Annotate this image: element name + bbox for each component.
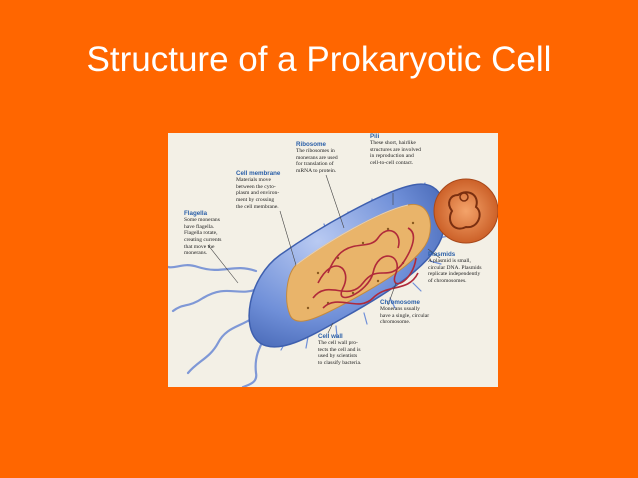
- label-ribosome-text: The ribosomes in monerans are used for t…: [296, 148, 338, 174]
- label-plasmids-heading: Plasmids: [428, 251, 456, 258]
- label-pili-text: These short, hairlike structures are inv…: [370, 140, 421, 166]
- label-ribosome-heading: Ribosome: [296, 141, 326, 148]
- label-cell-wall-heading: Cell wall: [318, 333, 343, 340]
- label-flagella: Flagella Some monerans have flagella. Fl…: [184, 210, 246, 257]
- label-cell-membrane-text: Materials move between the cyto- plasm a…: [236, 177, 280, 210]
- label-cell-membrane-heading: Cell membrane: [236, 170, 281, 177]
- label-flagella-heading: Flagella: [184, 210, 208, 217]
- label-plasmids: Plasmids A plasmid is small, circular DN…: [428, 251, 498, 285]
- ribosomes: [306, 221, 415, 310]
- label-cell-membrane: Cell membrane Materials move between the…: [236, 170, 306, 210]
- label-ribosome: Ribosome The ribosomes in monerans are u…: [296, 141, 368, 175]
- leader-lines: [207, 174, 441, 334]
- label-chromosome-text: Monerans usually have a single, circular…: [380, 306, 430, 326]
- label-flagella-text: Some monerans have flagella. Flagella ro…: [184, 217, 222, 257]
- label-pili: Pili These short, hairlike structures ar…: [370, 133, 460, 167]
- slide-title: Structure of a Prokaryotic Cell: [86, 40, 552, 79]
- prokaryotic-cell-diagram: Ribosome The ribosomes in monerans are u…: [168, 133, 498, 387]
- label-plasmids-text: A plasmid is small, circular DNA. Plasmi…: [428, 258, 482, 284]
- label-cell-wall: Cell wall The cell wall pro- tects the c…: [318, 333, 386, 367]
- plasmid-inset: [433, 178, 498, 244]
- cell-illustration: [168, 174, 498, 387]
- label-pili-heading: Pili: [370, 133, 380, 140]
- label-cell-wall-text: The cell wall pro- tects the cell and is…: [318, 340, 362, 366]
- label-chromosome-heading: Chromosome: [380, 299, 420, 306]
- label-chromosome: Chromosome Monerans usually have a singl…: [380, 299, 452, 326]
- chromosome: [312, 227, 419, 309]
